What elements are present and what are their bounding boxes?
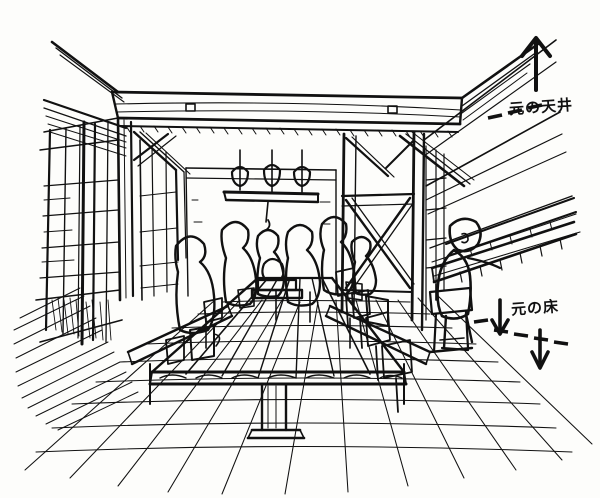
counter-chair	[428, 286, 474, 354]
counter-figure	[436, 217, 502, 352]
table-objects	[165, 257, 389, 365]
counter-right	[430, 220, 578, 301]
right-shelving	[425, 145, 447, 321]
inner-left-frame	[139, 139, 179, 301]
floor-grid	[24, 295, 593, 495]
annotation-original-ceiling-label: 元の天井	[508, 96, 574, 119]
left-window-wall	[35, 117, 123, 346]
roof-beam-assembly	[42, 40, 540, 157]
ceiling-level-annotation	[487, 36, 552, 120]
left-corner-post	[116, 116, 191, 302]
floor-level-annotation	[473, 298, 569, 370]
annotation-original-floor-label: 元の床	[510, 298, 560, 319]
bench-left	[126, 304, 234, 405]
seated-figures	[174, 215, 378, 335]
